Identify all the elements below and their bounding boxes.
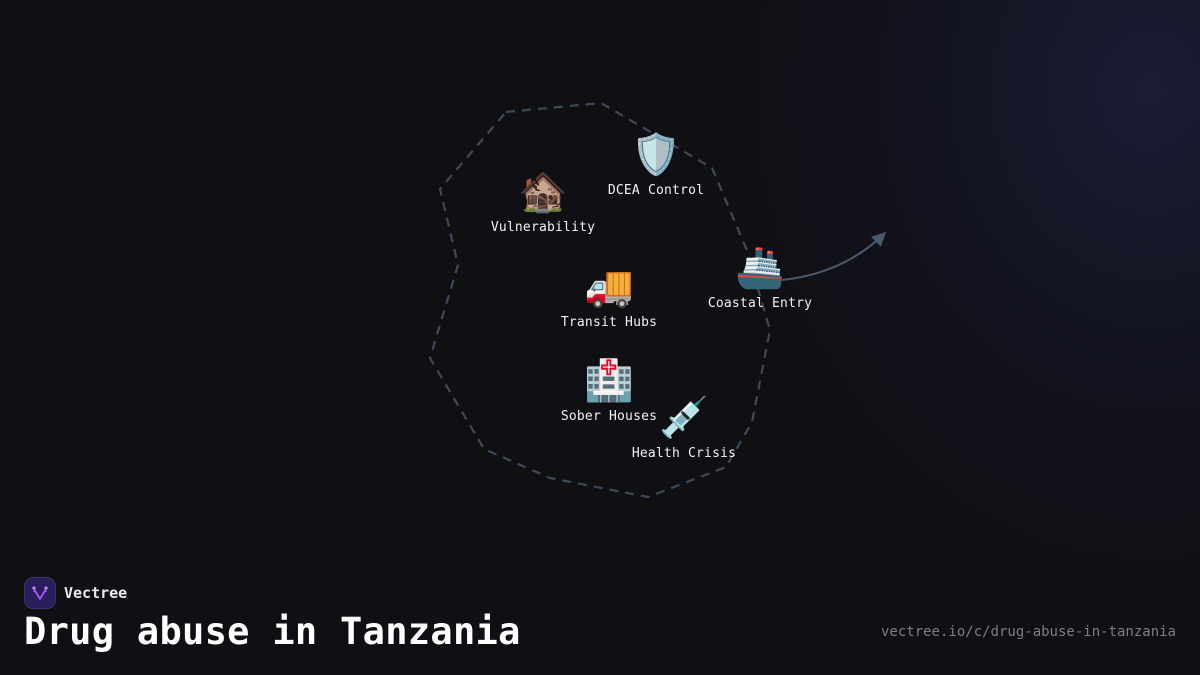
- outward-arrow: [781, 232, 887, 281]
- vectree-logo-icon: [24, 577, 56, 609]
- hospital-icon: 🏥: [584, 358, 634, 404]
- syringe-icon: 💉: [659, 395, 709, 441]
- node-health-crisis[interactable]: 💉 Health Crisis: [632, 394, 736, 461]
- node-label: Vulnerability: [490, 220, 596, 235]
- page-url[interactable]: vectree.io/c/drug-abuse-in-tanzania: [880, 624, 1176, 640]
- node-label: Transit Hubs: [560, 315, 658, 330]
- node-coastal-entry[interactable]: 🚢 Coastal Entry: [708, 244, 812, 311]
- node-label: DCEA Control: [607, 183, 705, 198]
- page-title: Drug abuse in Tanzania: [24, 610, 521, 653]
- node-label: Health Crisis: [631, 446, 737, 461]
- node-sober-houses[interactable]: 🏥 Sober Houses: [561, 357, 657, 424]
- cluster-boundary: [428, 101, 772, 499]
- shield-icon: 🛡️: [631, 132, 681, 178]
- brand-name: Vectree: [64, 584, 128, 602]
- node-transit-hubs[interactable]: 🚚 Transit Hubs: [561, 263, 657, 330]
- node-dcea-control[interactable]: 🛡️ DCEA Control: [608, 131, 704, 198]
- node-label: Sober Houses: [560, 409, 658, 424]
- delivery-truck-icon: 🚚: [584, 264, 634, 310]
- derelict-house-icon: 🏚️: [518, 169, 568, 215]
- brand: Vectree: [24, 577, 127, 609]
- node-label: Coastal Entry: [707, 296, 813, 311]
- node-vulnerability[interactable]: 🏚️ Vulnerability: [491, 168, 595, 235]
- ship-icon: 🚢: [735, 245, 785, 291]
